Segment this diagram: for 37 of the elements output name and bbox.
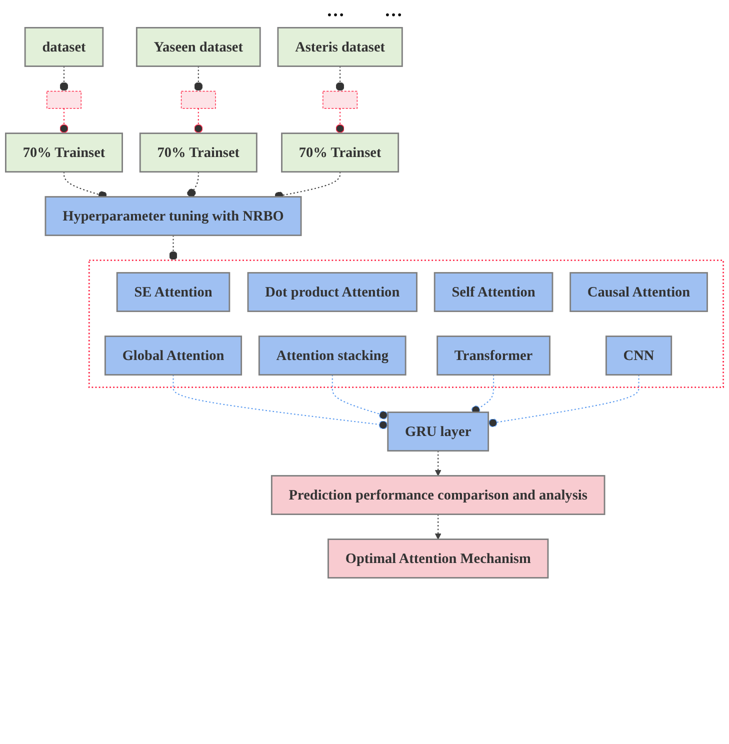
node-box: Asteris dataset xyxy=(277,27,403,67)
connector xyxy=(336,66,344,92)
node-box: Hyperparameter tuning with NRBO xyxy=(44,196,302,236)
node-picture xyxy=(322,90,358,109)
cluster xyxy=(88,260,724,388)
node-box: 70% Trainset xyxy=(139,132,258,173)
arrow xyxy=(434,514,442,540)
connector xyxy=(60,66,68,92)
node-box: Dot product Attention xyxy=(247,272,418,312)
ellipsis-mark: … xyxy=(326,0,344,22)
node-picture xyxy=(180,90,216,109)
connector xyxy=(168,235,178,260)
node-box: CNN xyxy=(605,336,672,376)
node-box: Attention stacking xyxy=(258,336,406,376)
connector xyxy=(60,108,68,134)
node-box: Causal Attention xyxy=(570,272,708,312)
connector xyxy=(332,374,388,420)
connector xyxy=(172,374,388,430)
connector xyxy=(488,374,640,428)
node-box: Global Attention xyxy=(104,336,242,376)
node-box: Optimal Attention Mechanism xyxy=(328,538,549,579)
node-picture xyxy=(46,90,82,109)
connector xyxy=(194,108,203,134)
ellipsis-mark: … xyxy=(384,0,402,22)
node-box: Prediction performance comparison and analysis xyxy=(270,475,606,516)
node-box: Yaseen dataset xyxy=(136,27,261,67)
node-box: 70% Trainset xyxy=(5,132,123,173)
node-box: SE Attention xyxy=(116,272,230,312)
node-box: GRU layer xyxy=(387,412,490,452)
node-box: 70% Trainset xyxy=(281,132,400,173)
connector xyxy=(194,66,203,92)
connector xyxy=(187,172,199,198)
connector xyxy=(336,108,344,134)
node-box: Self Attention xyxy=(434,272,554,312)
node-box: Transformer xyxy=(436,336,550,376)
node-box: dataset xyxy=(24,27,104,67)
arrow xyxy=(434,450,442,476)
